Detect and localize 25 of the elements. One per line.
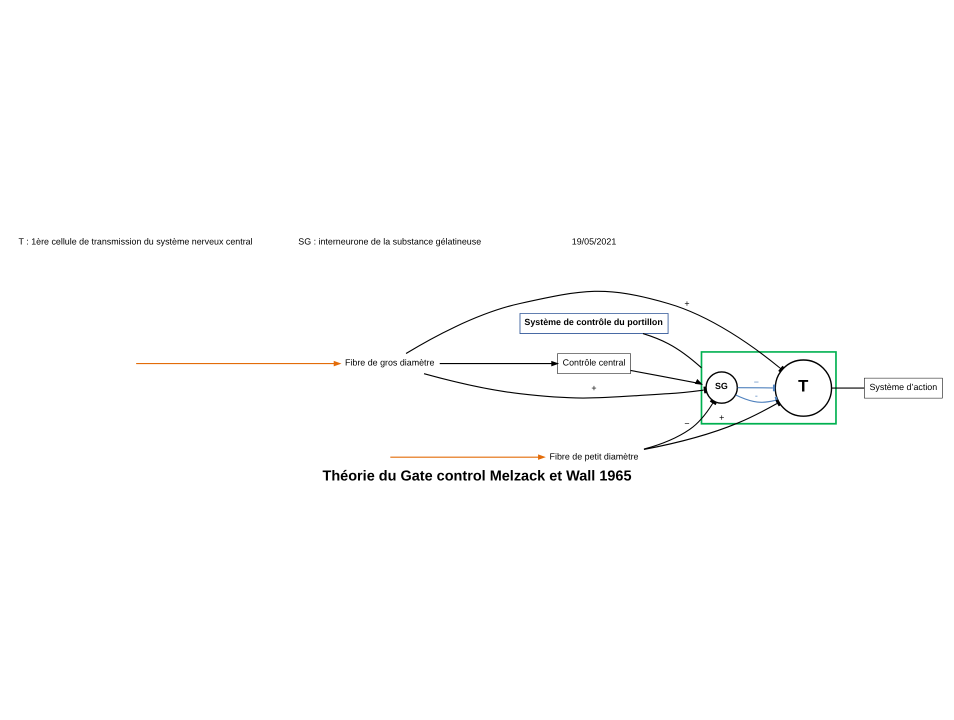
node-box: Système de contrôle du portillon [520, 313, 668, 334]
connector [642, 333, 702, 368]
arrow [630, 370, 703, 385]
edge-label: − [754, 377, 759, 388]
connector [406, 290, 784, 372]
node-text: Fibre de petit diamètre [550, 451, 639, 462]
edge-label: − [684, 418, 690, 428]
edge-label: + [684, 298, 690, 309]
node-text: Fibre de gros diamètre [344, 358, 434, 368]
edge-label: - [754, 390, 758, 401]
cluster [700, 351, 837, 425]
arrow [440, 360, 560, 366]
label: T : 1ère cellule de transmission du système nerveux central [18, 236, 253, 246]
arrow [136, 360, 342, 366]
connector [424, 373, 707, 399]
node-box: Contrôle central [557, 353, 631, 374]
diagram-title: Théorie du Gate control Melzack et Wall 1965 [322, 468, 632, 484]
edge-label: + [591, 382, 597, 393]
label: SG : interneurone de la substance gélatineuse [298, 236, 482, 246]
connector [644, 400, 717, 450]
arrow [390, 454, 546, 460]
edge-label: + [719, 412, 724, 422]
label: 19/05/2021 [572, 236, 616, 246]
connector [832, 388, 864, 389]
node-box: Système d’action [864, 378, 943, 398]
